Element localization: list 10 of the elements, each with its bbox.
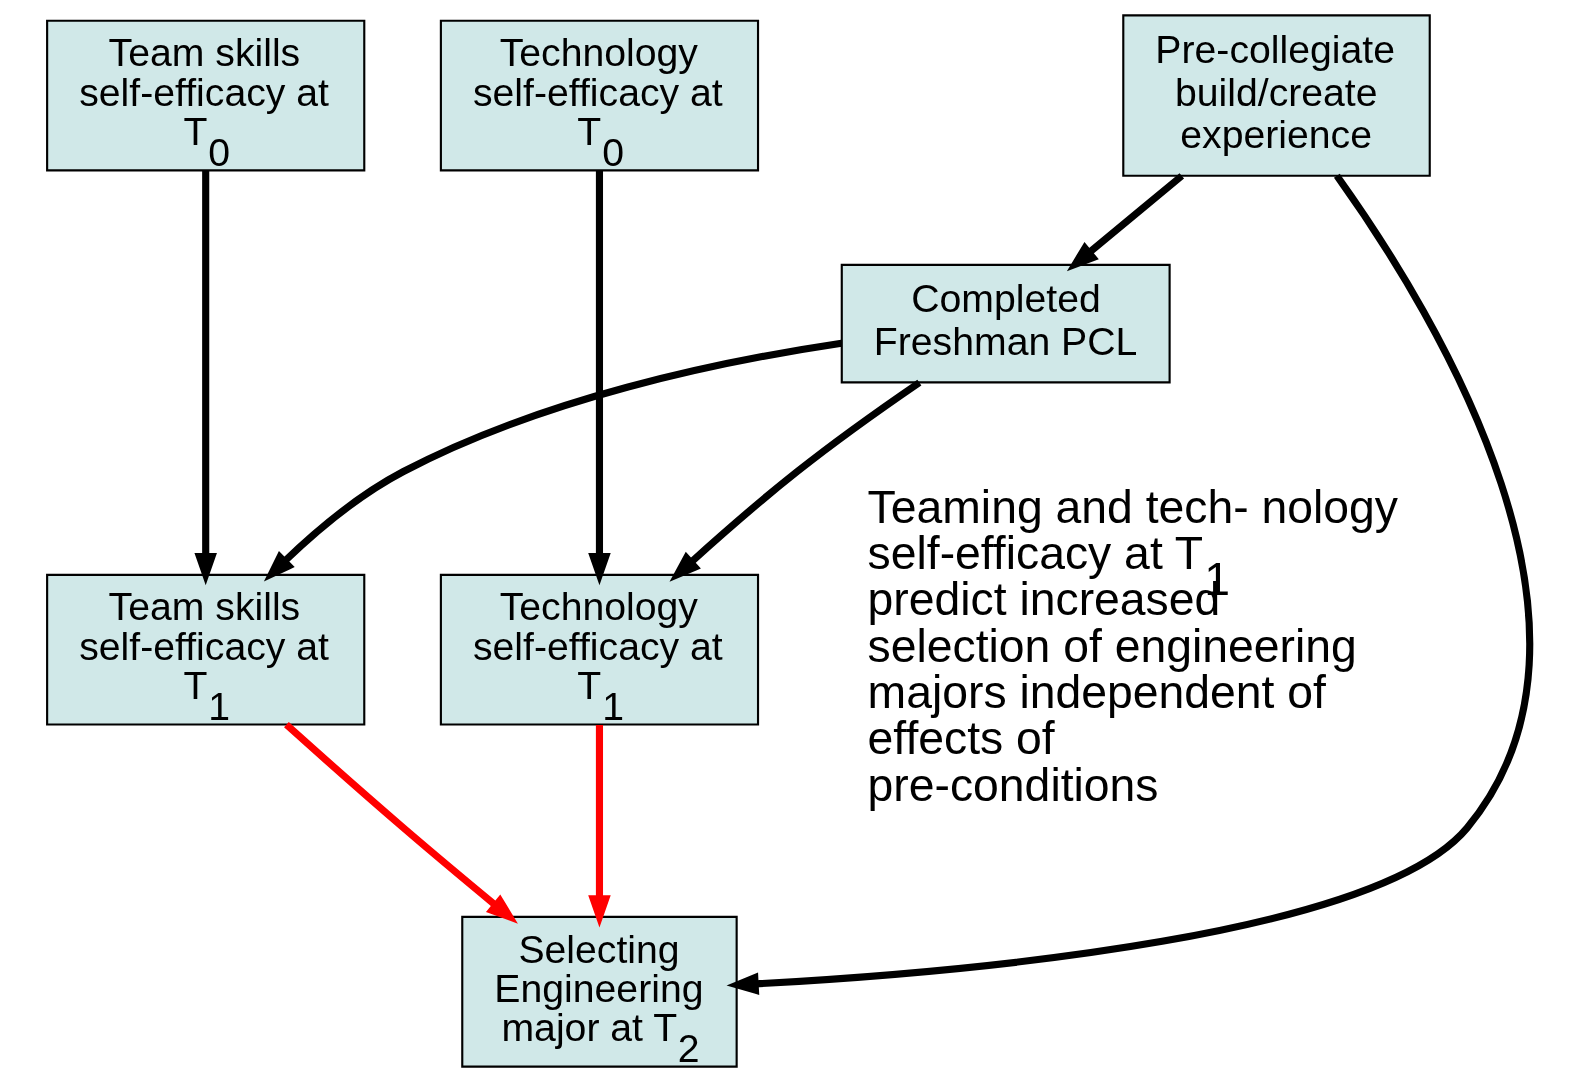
arrow — [726, 173, 1533, 995]
arrow — [669, 379, 922, 582]
arrow — [588, 724, 611, 928]
arrow — [194, 170, 217, 586]
arrow — [284, 722, 518, 924]
node-box: Completed Freshman PCL — [840, 263, 1171, 384]
arrow — [588, 170, 611, 586]
arrow — [263, 339, 843, 582]
arrow — [1066, 173, 1185, 272]
node-box: Pre-collegiate build/create experience — [1122, 14, 1431, 177]
